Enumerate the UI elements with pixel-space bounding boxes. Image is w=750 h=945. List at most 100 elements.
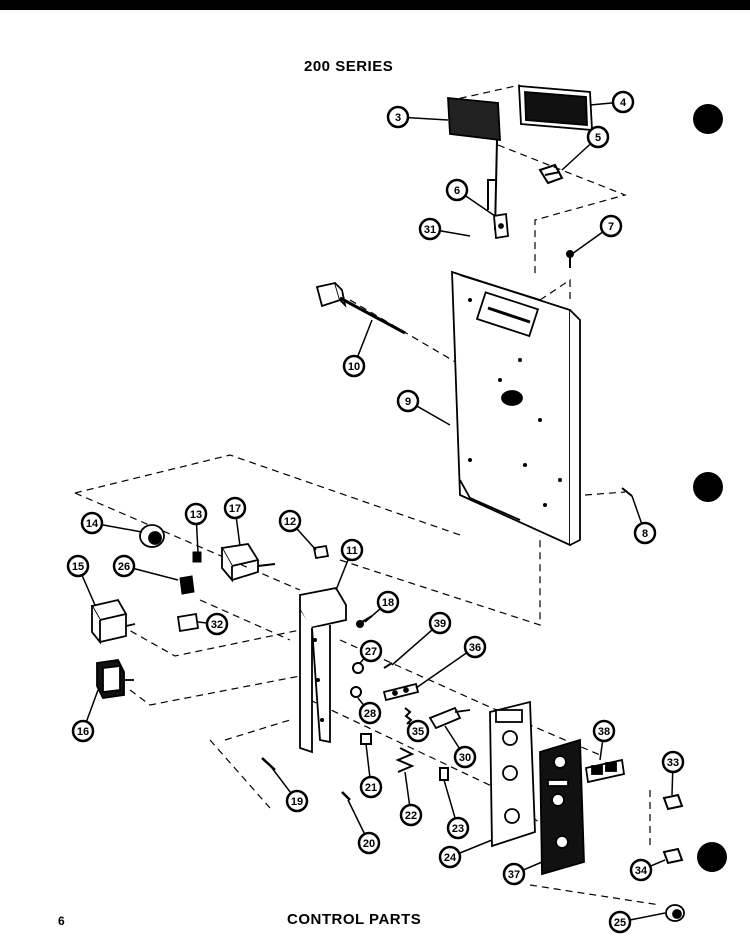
binder-hole <box>697 842 727 872</box>
callout-25: 25 <box>608 910 666 934</box>
callout-12: 12 <box>278 509 317 551</box>
plunger <box>439 767 449 781</box>
callout-label: 26 <box>118 561 130 573</box>
callout-label: 20 <box>363 838 375 850</box>
callout-circle <box>418 217 442 241</box>
callout-label: 27 <box>365 646 377 658</box>
binder-hole <box>693 104 723 134</box>
leader-line <box>629 912 666 921</box>
leader-line <box>571 231 604 255</box>
leader-line <box>357 697 365 706</box>
callout-label: 7 <box>608 221 614 233</box>
bracket-clip <box>538 163 564 185</box>
callout-31: 31 <box>418 217 471 241</box>
callout-circle <box>358 701 382 725</box>
callout-33: 33 <box>661 750 685 796</box>
leader-line <box>271 767 292 794</box>
label-plate <box>584 758 626 784</box>
callout-circle <box>184 502 208 526</box>
callout-22: 22 <box>399 771 423 827</box>
leader-line <box>296 527 317 551</box>
bushing <box>360 733 372 745</box>
callout-label: 35 <box>412 726 424 738</box>
callout-7: 7 <box>571 214 623 255</box>
callout-32: 32 <box>197 612 229 636</box>
leader-line <box>444 725 461 750</box>
callout-label: 6 <box>454 185 460 197</box>
callout-16: 16 <box>71 689 99 743</box>
leader-line <box>671 771 674 796</box>
callout-24: 24 <box>438 839 493 869</box>
rotary-switch <box>96 659 134 699</box>
thermostat-bulb <box>315 281 406 335</box>
leader-line <box>85 689 99 722</box>
callout-circle <box>285 789 309 813</box>
callout-label: 3 <box>395 112 401 124</box>
callout-circle <box>342 354 366 378</box>
callout-circle <box>71 719 95 743</box>
callout-13: 13 <box>184 502 208 553</box>
callout-label: 25 <box>614 917 626 929</box>
knob-block <box>662 793 684 811</box>
knob-cap <box>139 524 165 548</box>
leader-line <box>101 524 143 533</box>
shaft <box>341 791 351 801</box>
callout-9: 9 <box>396 389 451 426</box>
panel-screw <box>621 487 633 497</box>
callout-circle <box>611 90 635 114</box>
leader-line <box>561 143 592 171</box>
callout-label: 4 <box>620 97 627 109</box>
leader-line <box>589 102 614 106</box>
callout-3: 3 <box>386 105 449 129</box>
callout-circle <box>502 862 526 886</box>
leader-line <box>356 319 373 357</box>
callout-37: 37 <box>502 861 543 886</box>
callout-circle <box>661 750 685 774</box>
callout-circle <box>445 178 469 202</box>
leader-line <box>364 607 381 623</box>
callout-label: 17 <box>229 503 241 515</box>
callout-label: 10 <box>348 361 360 373</box>
callout-28: 28 <box>357 697 382 725</box>
callout-label: 18 <box>382 597 394 609</box>
callout-label: 5 <box>595 132 601 144</box>
callout-21: 21 <box>359 743 383 799</box>
leader-line <box>415 652 468 689</box>
hex-nut <box>350 686 362 698</box>
mounting-bracket <box>299 586 347 754</box>
callout-circle <box>586 125 610 149</box>
callout-label: 34 <box>635 865 648 877</box>
callout-circle <box>406 719 430 743</box>
small-cap <box>179 575 195 595</box>
callout-circle <box>278 509 302 533</box>
callout-circle <box>453 745 477 769</box>
callout-label: 8 <box>642 528 648 540</box>
leader-line <box>195 523 199 553</box>
callout-label: 15 <box>72 561 84 573</box>
callout-circle <box>386 105 410 129</box>
switch-bracket <box>493 212 509 240</box>
leader-line <box>599 740 604 761</box>
callout-label: 14 <box>86 518 99 530</box>
callout-19: 19 <box>271 767 309 813</box>
callout-label: 21 <box>365 782 377 794</box>
callout-circle <box>399 803 423 827</box>
connector <box>312 544 330 560</box>
leader-line <box>522 861 543 871</box>
leader-line <box>347 799 366 835</box>
callout-label: 28 <box>364 708 376 720</box>
callout-label: 19 <box>291 796 303 808</box>
callout-18: 18 <box>364 590 400 623</box>
callout-circle <box>629 858 653 882</box>
callout-20: 20 <box>347 799 381 855</box>
leader-line <box>439 229 471 237</box>
callout-35: 35 <box>406 719 430 743</box>
callout-circle <box>438 845 462 869</box>
callout-5: 5 <box>561 125 610 171</box>
scan-top-border <box>0 0 750 10</box>
leader-line <box>391 629 433 666</box>
callout-circle <box>396 389 420 413</box>
